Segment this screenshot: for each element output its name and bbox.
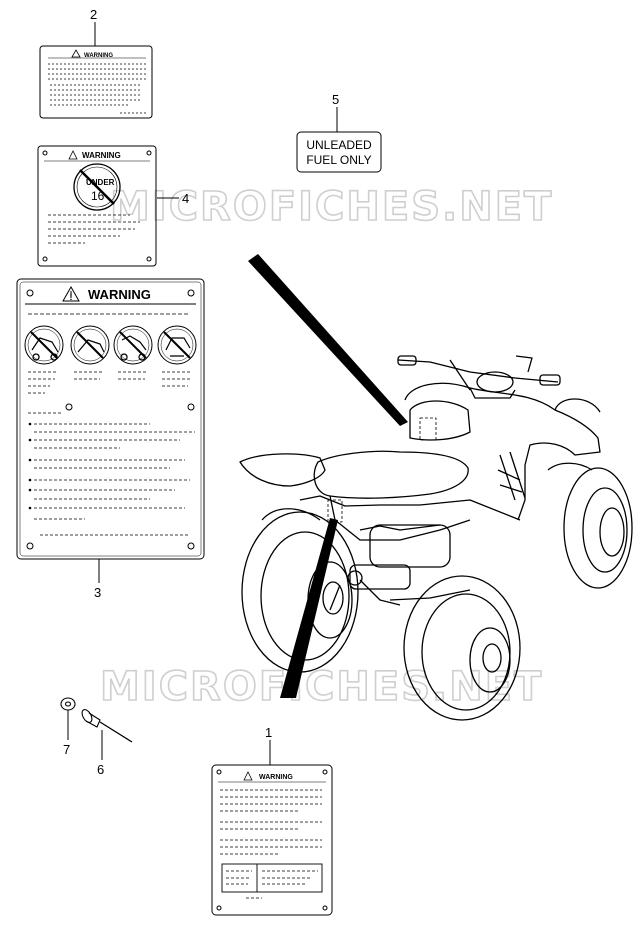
label-3-warning-text: WARNING xyxy=(88,287,151,302)
callout-1: 1 xyxy=(265,725,272,740)
label-4-age-text: 16 xyxy=(91,189,105,203)
callout-4: 4 xyxy=(182,191,189,206)
label-2-warning-small xyxy=(39,45,153,119)
pictogram-no-alcohol-icon xyxy=(113,325,153,365)
label-3-exclamation: ! xyxy=(70,292,73,302)
part-7-washer xyxy=(60,697,76,711)
label-1-warning xyxy=(211,764,333,916)
watermark-top: MICROFICHES.NET xyxy=(110,184,553,230)
callout-5: 5 xyxy=(332,92,339,107)
pointer-label-1-location xyxy=(280,518,338,698)
pictogram-no-passenger-icon xyxy=(24,325,64,365)
watermark-bottom: MICROFICHES.NET xyxy=(100,664,543,710)
pointer-label-5-location xyxy=(248,254,408,426)
pictogram-no-paved-road-icon xyxy=(70,325,110,365)
callout-6: 6 xyxy=(97,762,104,777)
label-3-warning-large xyxy=(16,278,205,560)
label-1-warning-text: WARNING xyxy=(259,774,293,781)
pictogram-wear-helmet-icon xyxy=(157,325,197,365)
atv-illustration xyxy=(239,355,633,721)
label-4-warning-text: WARNING xyxy=(82,151,121,160)
label-5-line1: UNLEADED xyxy=(306,138,372,152)
label-5-line2: FUEL ONLY xyxy=(306,153,371,167)
label-5-unleaded xyxy=(296,131,382,173)
label-4-under16 xyxy=(37,145,157,267)
callout-2: 2 xyxy=(90,7,97,22)
label-4-under-text: UNDER xyxy=(86,178,115,187)
callout-7: 7 xyxy=(63,742,70,757)
part-6-rivet xyxy=(81,709,133,743)
callout-3: 3 xyxy=(94,585,101,600)
label-2-warning-text: WARNING xyxy=(84,53,113,59)
